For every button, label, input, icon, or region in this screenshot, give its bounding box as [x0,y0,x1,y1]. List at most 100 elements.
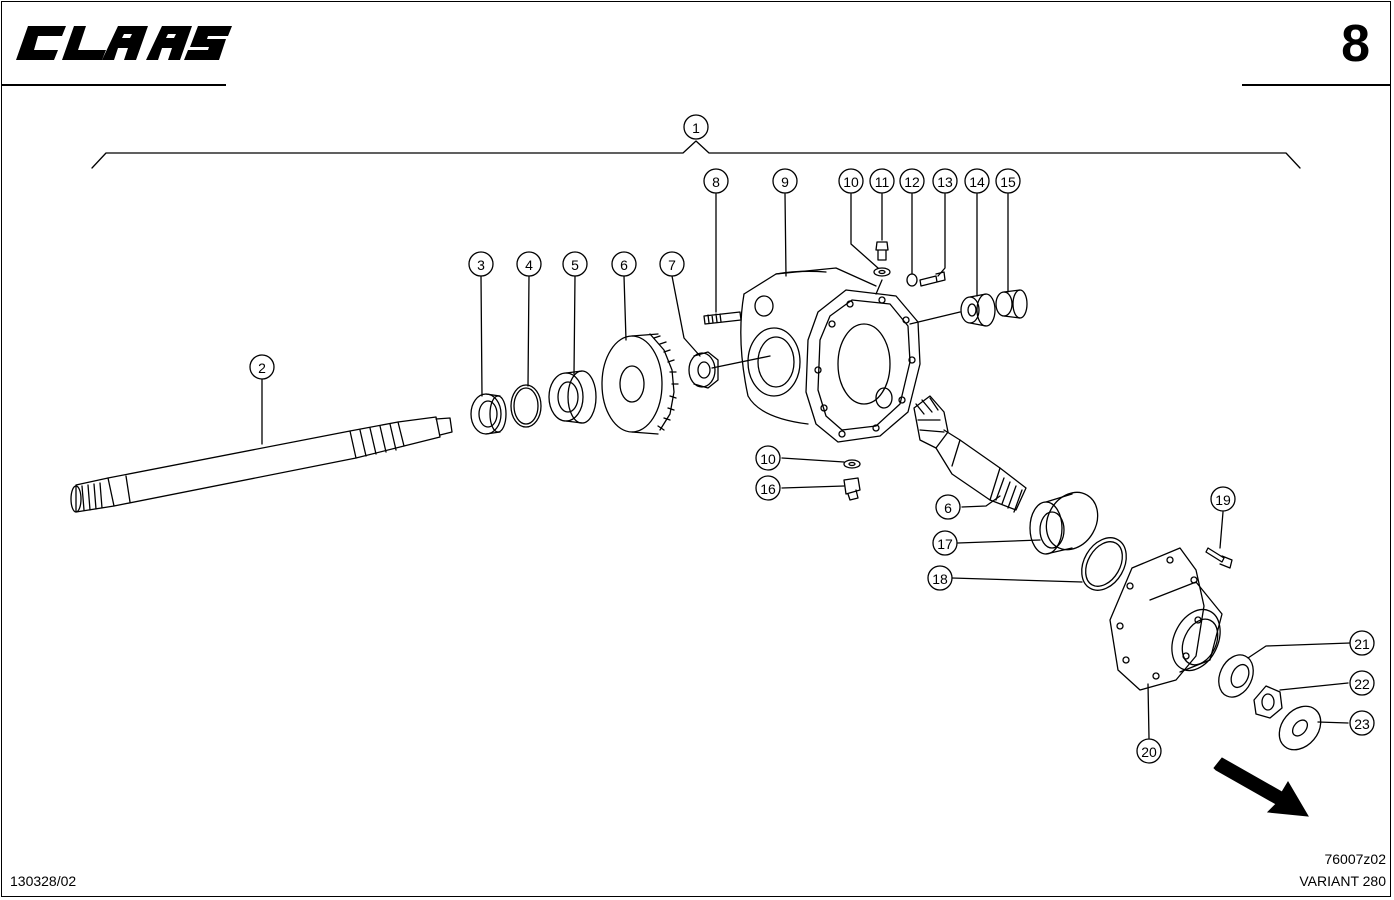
callout-circle [899,168,925,194]
callout-circle [932,168,958,194]
callout-23: 23 [1349,710,1375,736]
callout-circle [562,251,588,277]
callout-label: 8 [712,174,720,190]
callout-circle [1349,670,1375,696]
callout-12: 12 [899,168,925,194]
callout-label: 2 [258,360,266,376]
callout-4: 4 [516,251,542,277]
callout-label: 23 [1354,716,1370,732]
callout-circle [995,168,1021,194]
o-ring-18 [1081,537,1127,591]
callout-label: 7 [668,257,676,273]
gear-6a [601,333,679,435]
callout-19: 19 [1210,486,1236,512]
callout-10: 10 [838,168,864,194]
callout-label: 16 [760,481,776,497]
drain-plug-16 [843,477,861,501]
callout-2: 2 [249,354,275,380]
callout-8: 8 [703,168,729,194]
housing-9 [740,267,921,443]
callout-circle [1349,630,1375,656]
callout-1: 1 [683,114,709,140]
callout-circle [935,494,961,520]
assembly-bracket [91,140,1301,169]
callout-20: 20 [1136,738,1162,764]
callout-circle [838,168,864,194]
shaft-2 [70,416,453,513]
callout-label: 18 [932,571,948,587]
callout-label: 5 [571,257,579,273]
callout-label: 11 [875,174,890,190]
callout-6: 6 [935,494,961,520]
callout-21: 21 [1349,630,1375,656]
callout-label: 21 [1354,636,1370,652]
callout-label: 13 [937,174,953,190]
vent-screw-11 [875,241,889,261]
callout-circle [772,168,798,194]
callout-circle [932,530,958,556]
callout-label: 19 [1215,492,1231,508]
callout-circle [249,354,275,380]
callout-circle [611,251,637,277]
callout-11: 11 [869,168,895,194]
document-code: 130328/02 [10,873,77,889]
callout-label: 6 [944,500,952,516]
callout-circle [927,565,953,591]
callout-circle [516,251,542,277]
cover-housing-20 [1109,547,1223,691]
page-number: 8 [1341,15,1370,73]
callout-3: 3 [468,251,494,277]
callout-label: 10 [843,174,859,190]
screw-13 [919,271,946,287]
callout-7: 7 [659,251,685,277]
direction-arrow [1213,757,1309,817]
washer-12 [906,273,918,287]
seal-21 [1218,654,1254,698]
bearing-17 [1029,491,1099,555]
callout-13: 13 [932,168,958,194]
callout-label: 14 [969,174,985,190]
callout-17: 17 [932,530,958,556]
callout-label: 20 [1141,744,1157,760]
nut-22 [1253,685,1283,719]
callout-18: 18 [927,565,953,591]
callout-label: 9 [781,174,789,190]
callout-label: 12 [904,174,920,190]
callout-10: 10 [755,445,781,471]
header-rule-left [2,84,226,86]
callout-22: 22 [1349,670,1375,696]
callout-label: 10 [760,451,776,467]
callout-circle [1349,710,1375,736]
header-rule-right [1242,84,1390,86]
model-name: VARIANT 280 [1299,873,1386,889]
callout-label: 22 [1354,676,1370,692]
callout-circle [1136,738,1162,764]
callout-circle [1210,486,1236,512]
callout-label: 17 [937,536,953,552]
washer-10a [873,267,891,277]
callout-label: 4 [525,257,533,273]
callout-9: 9 [772,168,798,194]
slotted-nut-7 [688,351,719,389]
callout-label: 15 [1000,174,1016,190]
bearing-5 [548,370,597,424]
claas-logo [16,26,232,60]
callout-5: 5 [562,251,588,277]
callout-16: 16 [755,475,781,501]
drawing-code: 76007z02 [1324,851,1386,867]
callout-label: 3 [477,257,485,273]
washer-10b [843,459,861,469]
callout-circle [964,168,990,194]
seal-ring-3 [470,393,507,435]
screw-19 [1205,547,1233,569]
washer-23 [1278,705,1322,751]
callout-circle [703,168,729,194]
callout-15: 15 [995,168,1021,194]
callout-circle [869,168,895,194]
pinion-shaft-6b [913,395,1027,513]
callout-circle [755,445,781,471]
callout-label: 6 [620,257,628,273]
